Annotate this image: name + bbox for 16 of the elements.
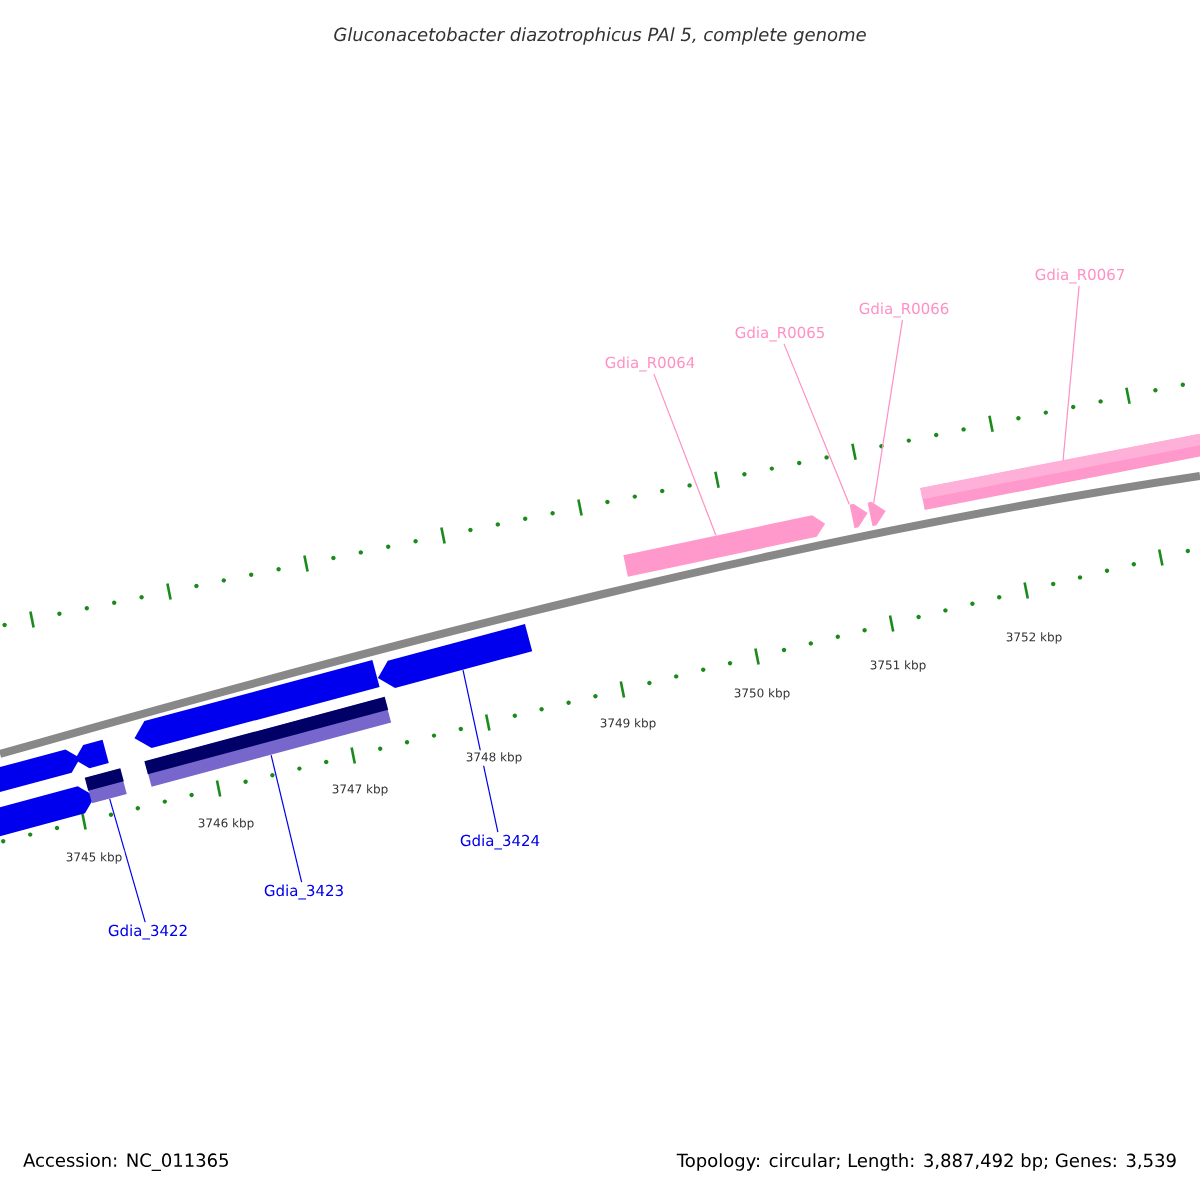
leader-line xyxy=(462,669,499,833)
gene-bar xyxy=(144,696,392,787)
title: Gluconacetobacter diazotrophicus PAl 5, complete genome xyxy=(334,27,866,45)
leader-line xyxy=(783,343,850,505)
leader-line xyxy=(873,319,904,504)
leader-line xyxy=(1062,285,1080,461)
gene-bar xyxy=(920,433,1200,510)
leader-line xyxy=(653,373,717,536)
gene-bar xyxy=(84,768,127,804)
footer-text: Accession: NC_011365 xyxy=(23,1153,228,1171)
gene-feature xyxy=(623,515,826,577)
gene-feature xyxy=(849,503,868,529)
gene-feature xyxy=(377,624,533,688)
footer-text: Topology: circular; Length: 3,887,492 bp; Genes: 3,539 xyxy=(676,1153,1176,1171)
gene-feature xyxy=(867,501,886,527)
leader-line xyxy=(109,798,146,923)
